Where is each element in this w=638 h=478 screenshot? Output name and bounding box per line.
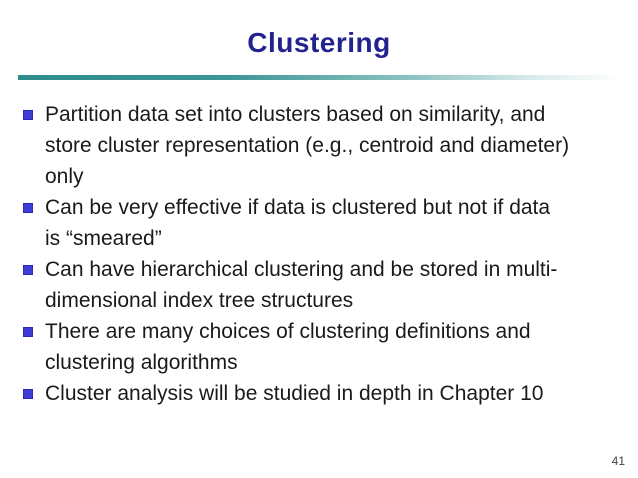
bullet-item-2: Can be very effective if data is cluster…	[23, 192, 623, 254]
bullet-item-4: There are many choices of clustering def…	[23, 316, 623, 378]
bullet-line: Partition data set into clusters based o…	[45, 103, 546, 126]
bullet-text: There are many choices of clustering def…	[45, 316, 531, 378]
bullet-square-icon	[23, 110, 33, 120]
bullet-square-icon	[23, 327, 33, 337]
bullet-list: Partition data set into clusters based o…	[23, 99, 623, 409]
bullet-line: There are many choices of clustering def…	[45, 320, 531, 343]
bullet-line: is “smeared”	[45, 227, 162, 250]
bullet-square-icon	[23, 389, 33, 399]
title-divider-rule	[18, 75, 622, 80]
slide-title: Clustering	[247, 27, 391, 58]
bullet-line: store cluster representation (e.g., cent…	[45, 134, 570, 157]
bullet-line: Cluster analysis will be studied in dept…	[45, 382, 544, 405]
bullet-line: Can have hierarchical clustering and be …	[45, 258, 558, 281]
bullet-line: only	[45, 165, 84, 188]
bullet-square-icon	[23, 265, 33, 275]
bullet-item-3: Can have hierarchical clustering and be …	[23, 254, 623, 316]
bullet-item-1: Partition data set into clusters based o…	[23, 99, 623, 192]
page-number: 41	[611, 454, 625, 468]
bullet-text: Can have hierarchical clustering and be …	[45, 254, 557, 316]
bullet-text: Can be very effective if data is cluster…	[45, 192, 550, 254]
bullet-line: clustering algorithms	[45, 351, 238, 374]
bullet-line: Can be very effective if data is cluster…	[45, 196, 551, 219]
bullet-line: dimensional index tree structures	[45, 289, 354, 312]
bullet-square-icon	[23, 203, 33, 213]
bullet-text: Partition data set into clusters based o…	[45, 99, 569, 192]
bullet-item-5: Cluster analysis will be studied in dept…	[23, 378, 623, 409]
bullet-text: Cluster analysis will be studied in dept…	[45, 378, 543, 409]
